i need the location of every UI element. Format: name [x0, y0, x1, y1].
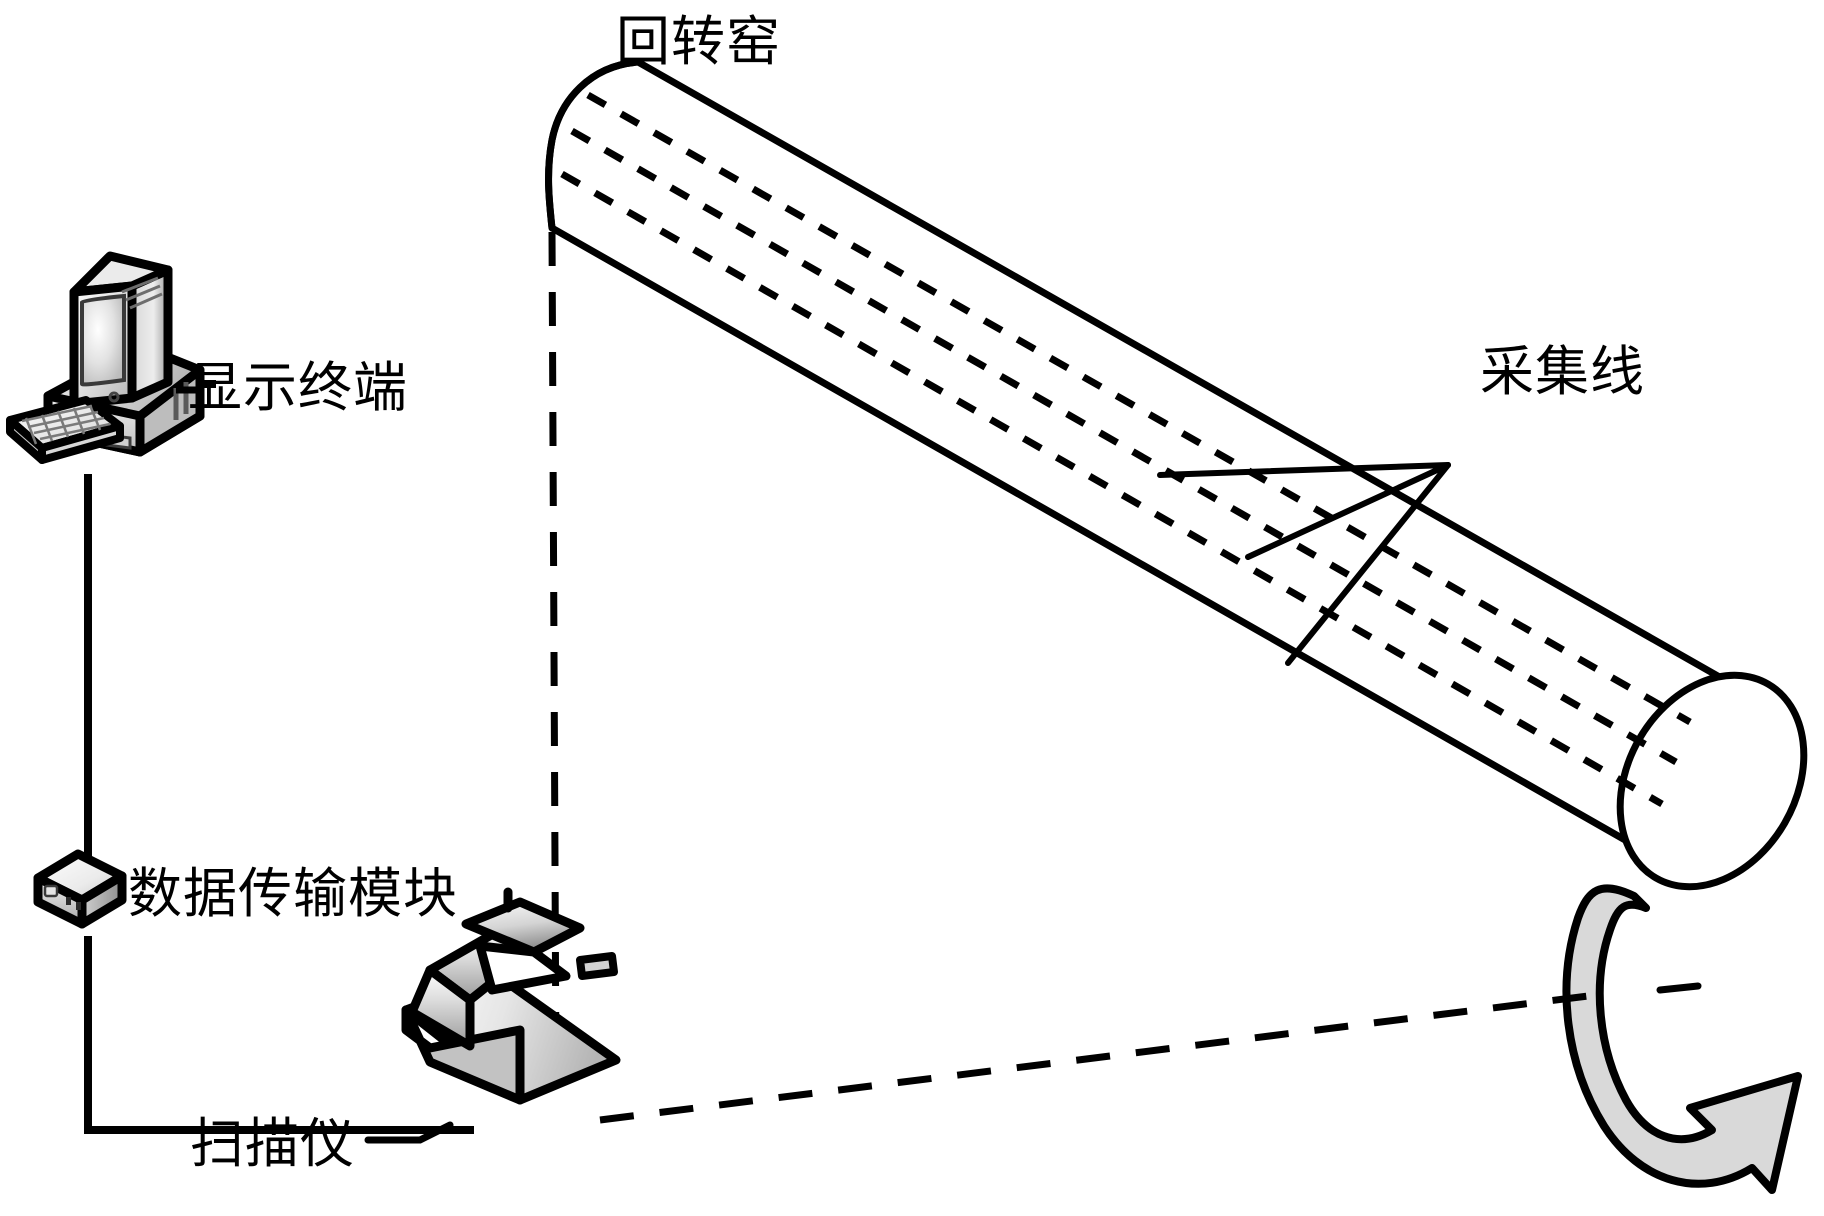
- label-display-terminal: 显示终端: [188, 356, 408, 419]
- monitor-power-indicator: [108, 391, 120, 403]
- scanner-side-nub: [576, 952, 618, 980]
- collection-line-leaders: [1157, 462, 1451, 666]
- monitor-screen: [80, 293, 126, 387]
- scanner-window: [475, 941, 571, 995]
- cable-module-to-scanner: [84, 936, 474, 1134]
- collection-line-1: [586, 91, 1692, 726]
- module-port-icon: [43, 884, 59, 898]
- kiln-lower-edge: [545, 58, 1666, 865]
- monitor-top-vents: [121, 276, 163, 310]
- leader-line-1: [1157, 462, 1451, 478]
- leader-scanner: [364, 1121, 454, 1144]
- sight-line-right: [599, 989, 1613, 1124]
- scanner-left-body: [407, 965, 475, 1051]
- scanner-device-icon: [401, 887, 621, 1105]
- kiln-near-end-cap: [545, 58, 642, 232]
- label-data-transmission-module: 数据传输模块: [128, 862, 458, 925]
- label-rotary-kiln: 回转窑: [616, 10, 781, 73]
- module-led-icons: [66, 897, 81, 910]
- leader-line-3: [1285, 462, 1451, 666]
- kiln-end-tick: [1656, 982, 1702, 994]
- cable-network: [84, 474, 474, 1134]
- rotation-direction-arrow: [1562, 884, 1802, 1194]
- label-scanner: 扫描仪: [190, 1112, 355, 1175]
- sight-line-left: [548, 231, 560, 1076]
- scanner-head-top: [461, 897, 585, 957]
- keyboard-keys: [21, 404, 111, 445]
- kiln-upper-edge: [634, 58, 1764, 704]
- rotary-kiln-cylinder: [545, 58, 1808, 994]
- keyboard-edge-front: [38, 422, 124, 464]
- leader-line-2: [1245, 462, 1451, 560]
- scanner-sight-lines: [548, 231, 1613, 1124]
- rotation-arrow-shape: [1562, 884, 1802, 1194]
- data-module-icon: [33, 849, 127, 929]
- desktop-computer-icon: [6, 251, 216, 464]
- module-right-face: [77, 871, 127, 929]
- label-collection-lines: 采集线: [1480, 340, 1645, 403]
- scanner-foot-block: [401, 1005, 525, 1105]
